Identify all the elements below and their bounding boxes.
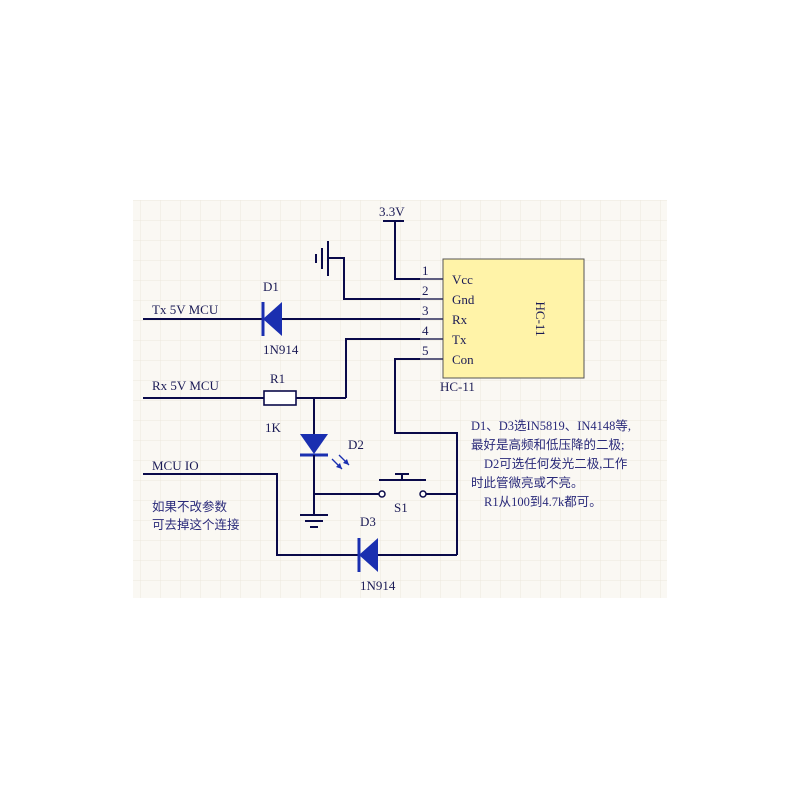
rx-line: Rx 5V MCU bbox=[143, 338, 420, 399]
pin-5-name: Con bbox=[452, 352, 474, 367]
r1-value: 1K bbox=[265, 420, 282, 435]
pin-3-name: Rx bbox=[452, 312, 468, 327]
right-note-line-1: D1、D3选IN5819、IN4148等, bbox=[471, 418, 631, 433]
power-3v3: 3.3V bbox=[379, 204, 420, 280]
tx-line: Tx 5V MCU bbox=[143, 302, 420, 320]
pin-5-number: 5 bbox=[422, 343, 429, 358]
left-note-line-2: 可去掉这个连接 bbox=[152, 517, 240, 532]
right-note-line-4: 时此管微亮或不亮。 bbox=[471, 475, 584, 490]
right-note-line-5: R1从100到4.7k都可。 bbox=[484, 495, 602, 509]
con-net bbox=[394, 358, 458, 555]
right-note-line-3: D2可选任何发光二极,工作 bbox=[484, 456, 628, 471]
diode-d1: D1 1N914 bbox=[261, 279, 299, 357]
pin-1-name: Vcc bbox=[452, 272, 473, 287]
resistor-r1: R1 1K bbox=[263, 371, 297, 435]
switch-s1: S1 bbox=[378, 473, 457, 515]
r1-ref: R1 bbox=[270, 371, 285, 386]
d3-ref: D3 bbox=[360, 514, 376, 529]
diode-d3: D3 1N914 bbox=[357, 514, 396, 593]
d2-ref: D2 bbox=[348, 437, 364, 452]
d3-part: 1N914 bbox=[360, 578, 396, 593]
led-d2: D2 bbox=[300, 398, 364, 494]
pin-2-name: Gnd bbox=[452, 292, 475, 307]
pin-4-number: 4 bbox=[422, 323, 429, 338]
pin-2-number: 2 bbox=[422, 283, 429, 298]
pin-4-name: Tx bbox=[452, 332, 467, 347]
hc11-body bbox=[442, 258, 585, 379]
d1-ref: D1 bbox=[263, 279, 279, 294]
s1-ref: S1 bbox=[394, 500, 408, 515]
left-note: 如果不改参数 可去掉这个连接 bbox=[152, 499, 240, 532]
right-note: D1、D3选IN5819、IN4148等, 最好是高频和低压降的二极; D2可选… bbox=[471, 418, 631, 509]
d1-part: 1N914 bbox=[263, 342, 299, 357]
hc11-module: HC-11 HC-11 1 2 3 4 5 Vcc Gnd Rx Tx Con bbox=[395, 258, 585, 394]
right-note-line-2: 最好是高频和低压降的二极; bbox=[471, 437, 624, 452]
mcu-io-label: MCU IO bbox=[152, 458, 199, 473]
ground-symbol-top bbox=[315, 241, 420, 300]
pin-3-number: 3 bbox=[422, 303, 429, 318]
left-note-line-1: 如果不改参数 bbox=[152, 499, 228, 514]
mcu-io-line: MCU IO bbox=[143, 458, 457, 556]
d2-switch-net bbox=[300, 493, 379, 528]
power-label: 3.3V bbox=[379, 204, 405, 219]
hc11-name-label: HC-11 bbox=[440, 379, 475, 394]
tx-mcu-label: Tx 5V MCU bbox=[152, 302, 219, 317]
hc11-vertical-label: HC-11 bbox=[533, 302, 548, 337]
rx-mcu-label: Rx 5V MCU bbox=[152, 378, 220, 393]
pin-1-number: 1 bbox=[422, 263, 429, 278]
